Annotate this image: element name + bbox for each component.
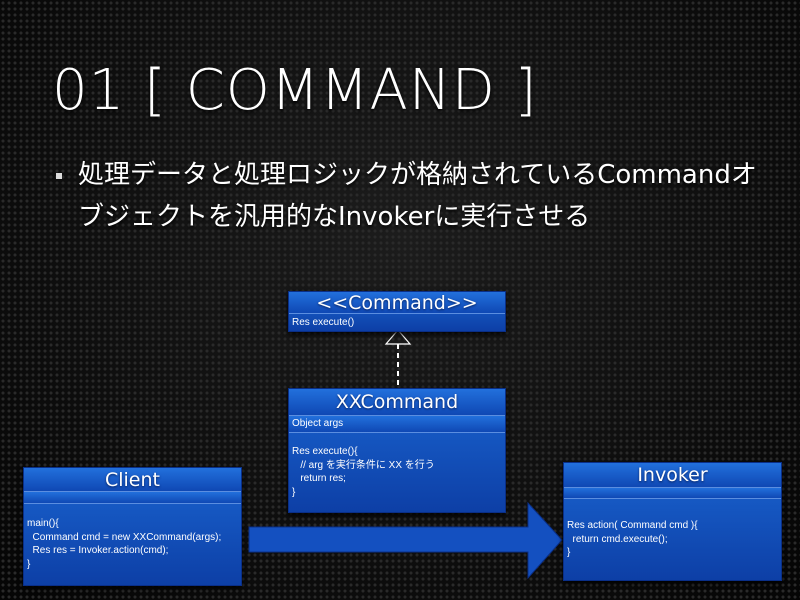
realization-arrowhead (384, 329, 412, 345)
command-method: Res execute() (292, 317, 355, 328)
client-name: Client (24, 468, 241, 492)
bullet-marker (56, 173, 62, 179)
code-line: // arg を実行条件に XX を行う (292, 459, 435, 471)
code-line: Res action( Command cmd ){ (567, 520, 698, 531)
invoker-attrs (564, 488, 781, 499)
code-line: return res; (292, 473, 346, 484)
bullet-text: 処理データと処理ロジックが格納されているCommandオブジェクトを汎用的なIn… (78, 160, 757, 232)
client-box: Client main(){ Command cmd = new XXComma… (23, 467, 242, 586)
code-line: Res res = Invoker.action(cmd); (27, 545, 169, 556)
xxcommand-box: XXCommand Object args Res execute(){ // … (288, 388, 506, 513)
code-line: main(){ (27, 518, 59, 529)
call-arrow (248, 501, 563, 580)
command-name: <<Command>> (289, 292, 505, 314)
invoker-box: Invoker Res action( Command cmd ){ retur… (563, 462, 782, 581)
code-line: Command cmd = new XXCommand(args); (27, 531, 222, 543)
client-attrs (24, 492, 241, 504)
slide-title: 01 [ COMMAND ] (52, 58, 538, 123)
xxcommand-attr: Object args (289, 416, 505, 433)
code-line: } (567, 547, 571, 558)
command-interface-box: <<Command>> Res execute() (288, 291, 506, 332)
xxcommand-name: XXCommand (289, 389, 505, 416)
code-line: } (292, 486, 296, 498)
code-line: } (27, 558, 31, 570)
code-line: Res execute(){ (292, 446, 358, 457)
invoker-name: Invoker (564, 463, 781, 488)
code-line: return cmd.execute(); (567, 533, 668, 545)
